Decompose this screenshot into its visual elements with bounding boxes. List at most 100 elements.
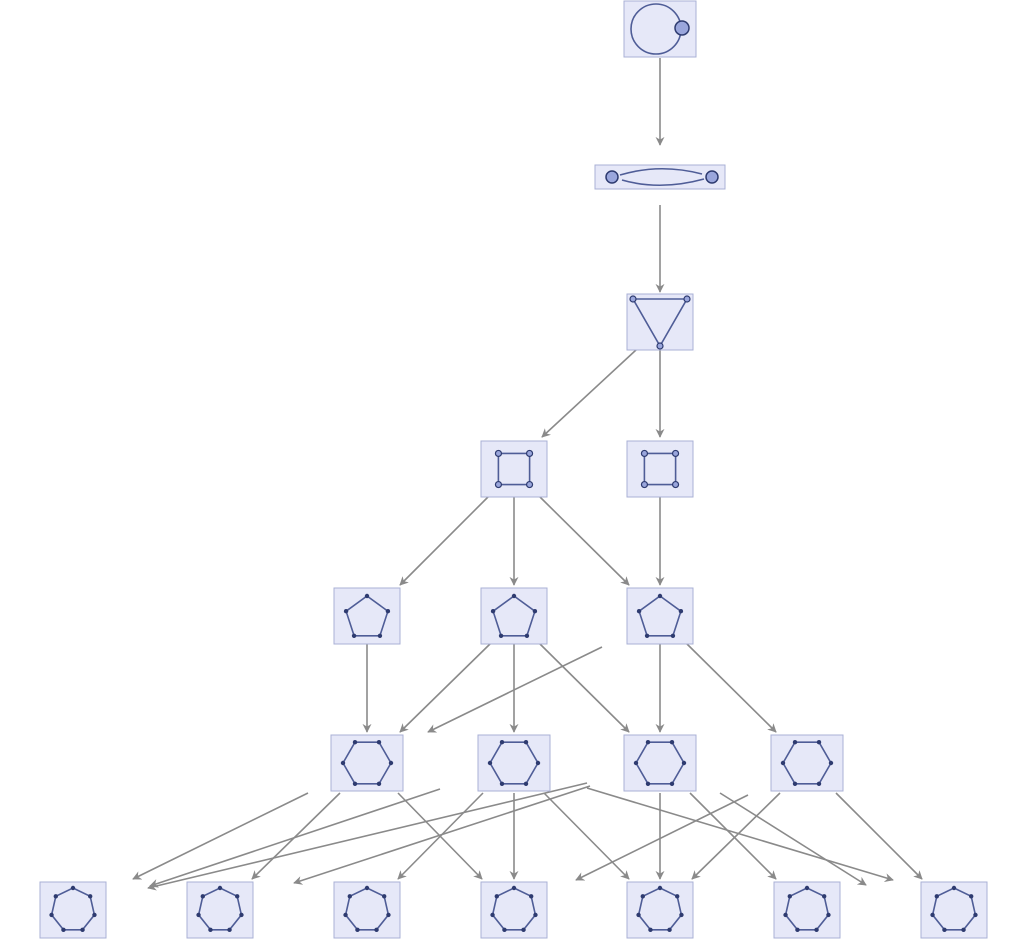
cycle-node-6[interactable] (770, 734, 844, 792)
cycle-node-7[interactable] (39, 881, 107, 939)
vertex (490, 912, 495, 918)
edges-layer (132, 58, 923, 891)
vertex (705, 170, 719, 184)
vertex (804, 885, 810, 891)
edge-arrow (149, 788, 441, 888)
vertex (524, 633, 530, 638)
edge-arrow (132, 792, 309, 880)
node-box (186, 881, 254, 939)
vertex (352, 781, 358, 786)
cycle-polygon (784, 887, 830, 931)
vertex (374, 927, 379, 933)
nodes-layer (39, 0, 988, 939)
vertex (792, 740, 798, 745)
edge-arrow (575, 794, 749, 881)
vertex (343, 609, 349, 614)
node-box (626, 881, 694, 939)
vertex (511, 593, 517, 599)
vertex (973, 912, 978, 918)
vertex (645, 781, 651, 786)
edge-arrow (689, 792, 777, 880)
vertex (645, 740, 651, 745)
node-box (480, 440, 548, 498)
cycle-node-4[interactable] (480, 440, 548, 498)
vertex (930, 912, 935, 918)
cycle-node-7[interactable] (480, 881, 548, 939)
cycle-node-6[interactable] (623, 734, 697, 792)
vertex (196, 912, 201, 918)
node-box (920, 881, 988, 939)
cycle-node-5[interactable] (480, 587, 548, 645)
cycle-node-6[interactable] (330, 734, 404, 792)
cycle-node-4[interactable] (626, 440, 694, 498)
cycle-node-7[interactable] (626, 881, 694, 939)
vertex (640, 449, 649, 458)
vertex (502, 927, 507, 933)
cycle-node-3[interactable] (626, 293, 694, 351)
vertex (227, 927, 232, 933)
edge-arrow (539, 496, 630, 586)
edge-arrow (543, 792, 630, 880)
vertex (208, 927, 213, 933)
vertex (352, 740, 358, 745)
vertex (92, 912, 97, 918)
node-box (333, 881, 401, 939)
vertex (942, 927, 947, 933)
vertex (644, 633, 650, 638)
cycle-polygon (637, 887, 683, 931)
vertex (671, 480, 680, 489)
cycle-node-5[interactable] (333, 587, 401, 645)
edge-arrow (147, 782, 588, 891)
vertex (605, 170, 619, 184)
vertex (376, 781, 382, 786)
vertex (364, 885, 370, 891)
vertex (780, 760, 786, 766)
cycle-polygon (631, 298, 689, 348)
vertex (795, 927, 800, 933)
vertex (217, 885, 223, 891)
vertex (525, 449, 534, 458)
vertex (535, 760, 541, 766)
vertex (499, 781, 505, 786)
edge-arrow (427, 646, 603, 733)
cycle-node-7[interactable] (333, 881, 401, 939)
vertex (364, 593, 370, 599)
cycle-node-7[interactable] (920, 881, 988, 939)
vertex (494, 480, 503, 489)
vertex (828, 760, 834, 766)
vertex (783, 912, 788, 918)
vertex (386, 912, 391, 918)
cycle-node-5[interactable] (626, 587, 694, 645)
vertex (376, 740, 382, 745)
vertex (683, 295, 691, 303)
vertex (49, 912, 54, 918)
cycle-node-7[interactable] (186, 881, 254, 939)
vertex (80, 927, 85, 933)
edge-arrow (399, 643, 491, 733)
vertex (961, 927, 966, 933)
vertex (61, 927, 66, 933)
vertex (532, 609, 538, 614)
vertex (826, 912, 831, 918)
vertex (511, 885, 517, 891)
vertex (525, 480, 534, 489)
vertex (640, 480, 649, 489)
vertex (533, 912, 538, 918)
vertex (633, 760, 639, 766)
cycle-node-6[interactable] (477, 734, 551, 792)
node-box (626, 293, 694, 351)
vertex (239, 912, 244, 918)
vertex (816, 781, 822, 786)
cycle-node-1[interactable] (623, 0, 697, 58)
edge-arrow (686, 643, 777, 733)
vertex (70, 885, 76, 891)
cycle-polygon (344, 887, 390, 931)
vertex (678, 609, 684, 614)
vertex (657, 885, 663, 891)
vertex (657, 593, 663, 599)
node-box (773, 881, 841, 939)
vertex (636, 912, 641, 918)
cycle-node-2[interactable] (594, 164, 726, 190)
cycle-node-7[interactable] (773, 881, 841, 939)
